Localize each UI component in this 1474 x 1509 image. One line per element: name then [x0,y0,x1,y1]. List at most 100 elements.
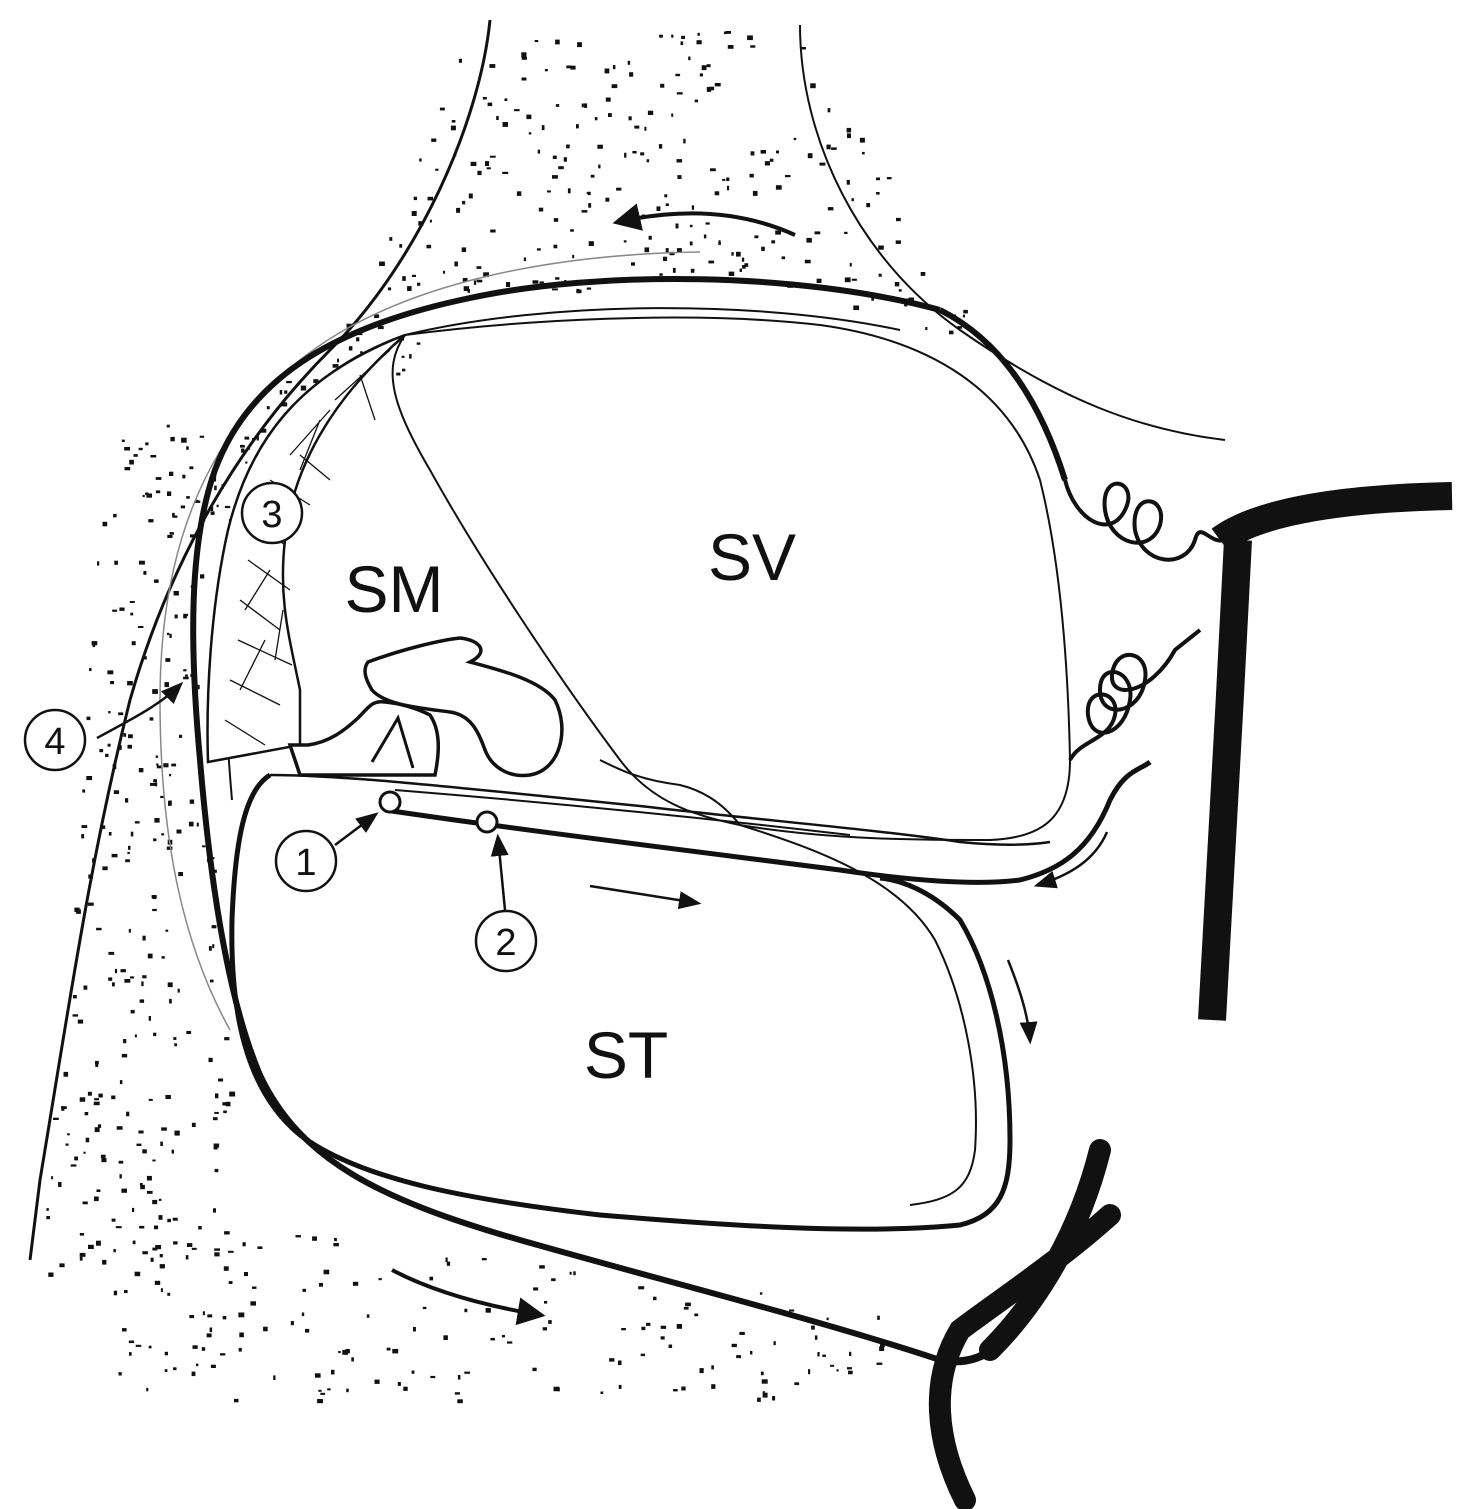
stipple-dot [533,1287,539,1291]
stipple-dot [399,244,403,248]
stipple-dot [699,1368,704,1374]
stipple-dot [257,1246,263,1249]
stipple-dot [706,87,712,92]
stipple-dot [145,442,149,446]
stipple-dot [516,191,522,196]
stipple-dot [727,45,734,49]
stipple-dot [108,711,111,714]
pointer-2 [490,833,509,911]
inner-lining-upper [404,307,901,336]
stipple-dot [136,1143,142,1146]
stipple-dot [177,988,180,993]
stipple-dot [196,822,199,827]
stipple-dot [318,1283,323,1287]
stipple-dot [886,177,892,180]
marker-4-label: 4 [44,721,65,763]
stipple-dot [141,981,144,987]
stipple-dot [150,783,156,786]
stipple-dot [305,1328,310,1333]
stipple-dot [647,110,654,115]
stipple-dot [101,1158,107,1163]
stipple-dot [356,337,360,342]
stipple-dot [174,614,178,619]
stipple-dot [89,668,92,672]
stipple-dot [146,1387,149,1392]
label-sv: SV [708,520,796,594]
stipple-dot [81,834,85,839]
stipple-dot [826,144,831,150]
stipple-dot [116,1126,123,1130]
stipple-dot [158,1198,162,1201]
stipple-dot [224,505,231,509]
stipple-dot [859,137,865,143]
stipple-dot [128,1340,135,1344]
stipple-dot [174,1043,178,1047]
stipple-dot [46,1216,50,1220]
stipple-dot [202,1311,205,1316]
stipple-dot [757,1397,761,1402]
stipple-dot [260,428,267,433]
stipple-dot [658,144,663,149]
stipple-dot [139,560,145,565]
stipple-dot [827,108,831,113]
stipple-dot [212,1117,218,1121]
stipple-dot [552,288,558,291]
stipple-dot [133,454,138,457]
flow-arrow-right-2 [1006,959,1038,1045]
stipple-dot [386,1347,391,1351]
stipple-dot [377,325,384,330]
stipple-dot [207,1314,213,1318]
stipple-dot [152,689,158,694]
stipple-dot [173,1241,178,1245]
stipple-dot [690,268,695,273]
stipple-dot [284,390,288,394]
marker-3: 3 [240,481,304,545]
stipple-dot [862,151,865,155]
stipple-dot [429,219,432,223]
stipple-dot [179,734,183,738]
stipple-dot [212,944,215,949]
stipple-dot [164,682,169,688]
stipple-dot [749,173,754,178]
stipple-dot [810,83,816,89]
stipple-dot [675,223,679,229]
stipple-dot [490,229,496,233]
stipple-dot [166,846,173,850]
stipple-dot [138,1130,144,1134]
stipple-dot [155,490,161,494]
upper-wall-to-coil [938,307,1068,481]
stipple-dot [451,120,456,123]
stipple-dot [149,717,154,721]
stipple-dot [396,372,401,376]
stipple-dot [234,1398,239,1403]
stipple-dot [744,263,749,267]
stipple-dot [164,1351,168,1356]
stipple-dot [210,1364,216,1368]
stipple-dot [119,607,125,611]
stipple-dot [544,69,548,72]
stipple-dot [631,262,635,266]
stipple-dot [608,113,612,117]
stipple-dot [741,257,745,262]
stipple-dot [616,187,622,191]
stipple-dot [94,1127,100,1133]
stipple-dot [121,1053,128,1058]
stipple-dot [866,203,871,208]
stipple-dot [876,192,880,195]
stipple-dot [925,327,928,331]
stipple-dot [46,1208,49,1211]
stipple-dot [422,1306,427,1310]
stipple-dot [113,1249,116,1253]
stipple-dot [244,1272,248,1277]
stipple-dot [132,1240,136,1245]
stipple-dot [638,1286,645,1290]
stipple-dot [588,241,594,246]
stipple-dot [118,712,124,716]
stipple-dot [677,175,682,179]
stipple-dot [160,1288,163,1292]
stipple-dot [318,1389,322,1392]
stipple-dot [88,1244,94,1249]
stipple-dot [672,267,676,273]
bone-stipple [46,31,968,1404]
stipple-dot [351,1357,354,1362]
